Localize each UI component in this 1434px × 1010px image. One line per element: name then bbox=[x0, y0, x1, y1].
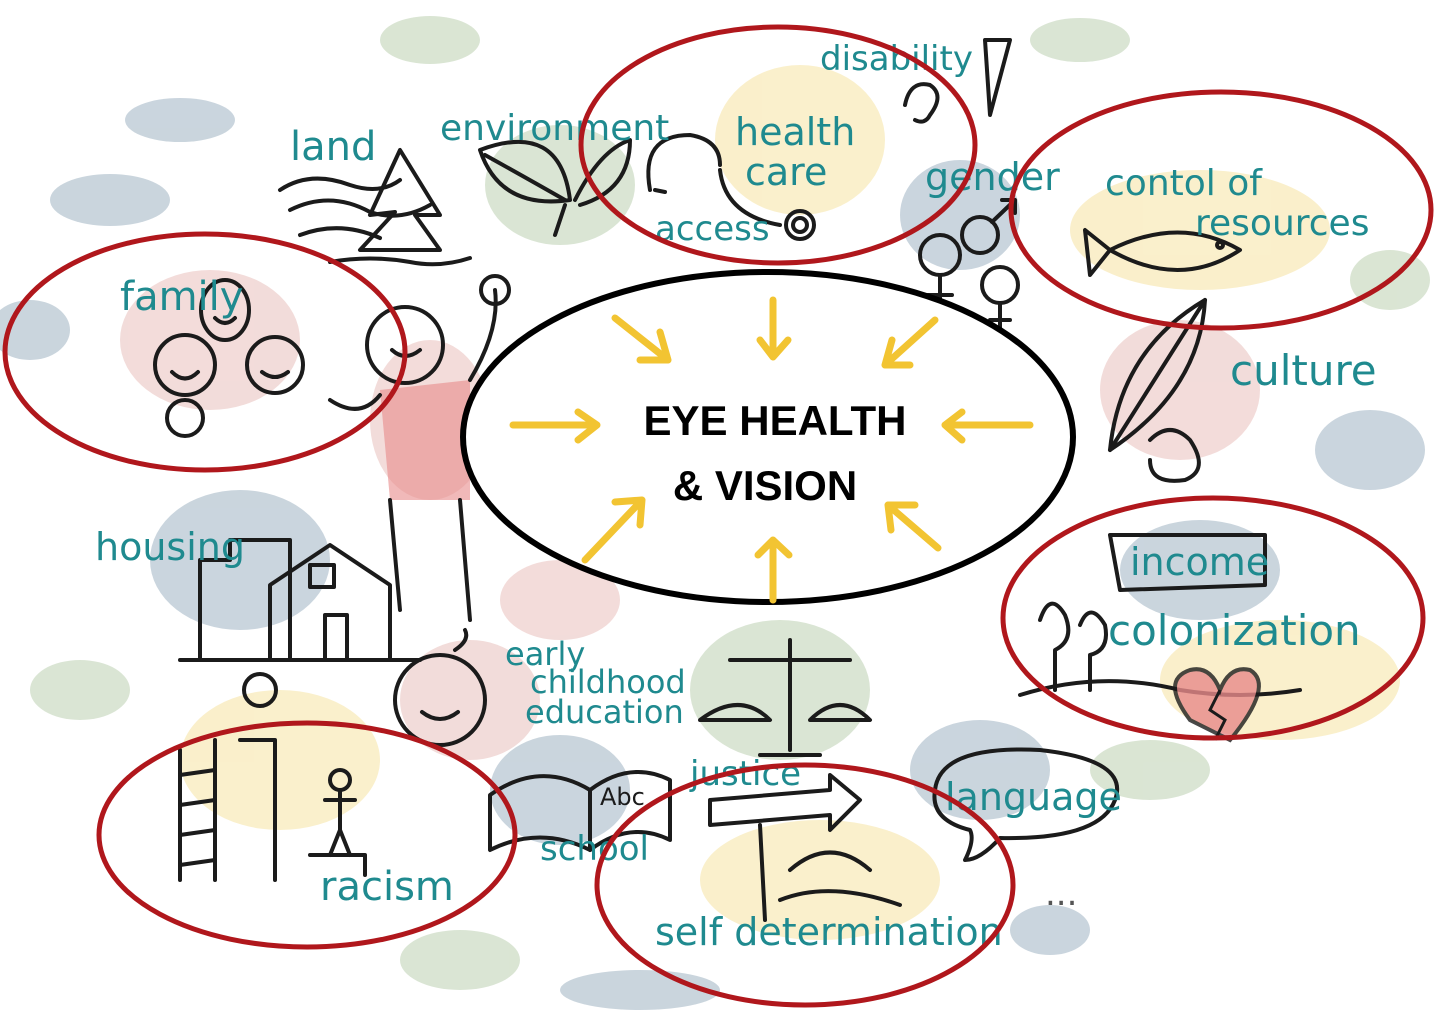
book-text: Abc bbox=[600, 783, 645, 811]
label-care: care bbox=[745, 150, 827, 194]
mountain-tree-icon bbox=[278, 148, 472, 267]
arrow-bottom-left bbox=[581, 496, 646, 564]
label-gender: gender bbox=[925, 155, 1060, 199]
label-colonization: colonization bbox=[1108, 606, 1361, 655]
label-ellipsis: ... bbox=[1045, 874, 1077, 914]
arrow-bottom-right bbox=[884, 501, 942, 552]
house-icon bbox=[178, 538, 422, 662]
highlight-self-determination bbox=[594, 762, 1016, 1008]
label-health: health bbox=[735, 110, 855, 154]
arrow-top-right bbox=[881, 316, 939, 369]
arrow-right bbox=[941, 408, 1034, 444]
label-income: income bbox=[1130, 540, 1269, 584]
diagram-labels: disability land environment health care … bbox=[95, 39, 1377, 954]
center-node: EYE HEALTH & VISION bbox=[460, 269, 1076, 605]
label-education: education bbox=[525, 693, 684, 731]
center-title-line1: EYE HEALTH bbox=[644, 397, 907, 444]
label-access: access bbox=[655, 209, 770, 249]
label-disability: disability bbox=[820, 39, 973, 79]
label-control: contol of bbox=[1105, 163, 1263, 204]
ladder-icon bbox=[178, 672, 367, 882]
label-land: land bbox=[290, 124, 376, 170]
speech-bubble-icon bbox=[932, 747, 1119, 862]
label-resources: resources bbox=[1195, 203, 1369, 244]
gender-symbols-icon bbox=[918, 198, 1020, 337]
label-housing: housing bbox=[95, 525, 245, 569]
center-title-line2: & VISION bbox=[673, 462, 857, 509]
income-banner bbox=[1108, 533, 1267, 592]
label-family: family bbox=[120, 274, 243, 320]
label-language: language bbox=[945, 775, 1122, 819]
baby-face-icon bbox=[393, 628, 487, 747]
arrow-top-left bbox=[611, 314, 672, 364]
leaf-icon bbox=[478, 138, 632, 237]
arrow-top bbox=[756, 296, 792, 361]
background-blobs bbox=[0, 16, 1430, 1010]
highlight-family bbox=[2, 231, 408, 473]
label-justice: justice bbox=[689, 754, 801, 794]
trees-broken-heart-icon bbox=[1018, 601, 1302, 743]
sign-sunrise-icon bbox=[708, 773, 902, 922]
arrow-bottom bbox=[754, 536, 793, 604]
person-flexing-icon bbox=[328, 274, 511, 622]
highlight-colonization bbox=[1000, 495, 1426, 741]
label-environment: environment bbox=[440, 108, 669, 149]
arrow-left bbox=[509, 408, 601, 444]
highlight-health-care bbox=[578, 24, 978, 266]
ear-icon bbox=[903, 82, 940, 124]
label-self-determination: self determination bbox=[655, 910, 1003, 954]
highlight-racism bbox=[96, 720, 518, 950]
label-childhood: childhood bbox=[530, 663, 686, 701]
label-racism: racism bbox=[320, 864, 454, 910]
family-faces-icon bbox=[153, 278, 305, 438]
label-school: school bbox=[540, 829, 649, 869]
book-icon: Abc bbox=[488, 770, 672, 852]
label-culture: culture bbox=[1230, 346, 1377, 395]
highlight-circles bbox=[2, 24, 1434, 1008]
scales-icon bbox=[698, 638, 872, 757]
inward-arrows bbox=[509, 296, 1034, 604]
label-early: early bbox=[505, 635, 585, 673]
highlight-control-resources bbox=[1008, 89, 1434, 331]
pen-icon bbox=[983, 38, 1012, 117]
stethoscope-icon bbox=[646, 133, 816, 241]
fish-icon bbox=[1083, 228, 1242, 277]
